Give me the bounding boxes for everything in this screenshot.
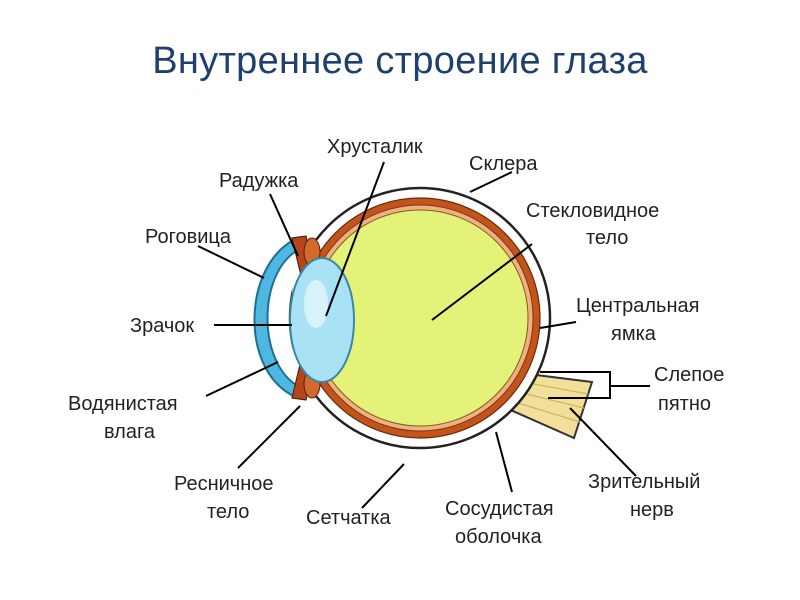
label-vitreous-1: Стекловидное bbox=[526, 200, 659, 222]
label-vitreous-2: тело bbox=[586, 227, 628, 249]
label-sclera: Склера bbox=[469, 153, 538, 175]
label-blind-spot-1: Слепое bbox=[654, 364, 724, 386]
label-choroid-2: оболочка bbox=[455, 526, 542, 548]
label-optic-nerve-1: Зрительный bbox=[588, 471, 700, 493]
optic-nerve-fiber bbox=[507, 399, 581, 423]
leader-optic-nerve bbox=[569, 407, 637, 477]
leader-cornea bbox=[197, 245, 265, 279]
leader-vitreous bbox=[431, 243, 533, 321]
page-title: Внутреннее строение глаза bbox=[152, 40, 648, 82]
label-pupil: Зрачок bbox=[130, 315, 194, 337]
label-iris: Радужка bbox=[219, 170, 299, 192]
label-aqueous-1: Водянистая bbox=[68, 393, 178, 415]
label-optic-nerve-2: нерв bbox=[630, 499, 674, 521]
leader-fovea bbox=[539, 321, 577, 329]
label-ciliary-2: тело bbox=[207, 501, 249, 523]
leader-choroid bbox=[495, 431, 513, 493]
leader-sclera bbox=[469, 171, 513, 193]
label-fovea-1: Центральная bbox=[576, 295, 699, 317]
label-fovea-2: ямка bbox=[611, 323, 657, 345]
leader-lens bbox=[325, 161, 385, 317]
label-aqueous-2: влага bbox=[104, 421, 156, 443]
label-ciliary-1: Ресничное bbox=[174, 473, 274, 495]
label-cornea: Роговица bbox=[145, 226, 232, 248]
leader-retina bbox=[361, 463, 405, 509]
lens-highlight bbox=[304, 280, 328, 328]
label-choroid-1: Сосудистая bbox=[445, 498, 554, 520]
leader-iris bbox=[269, 193, 299, 257]
leader-ciliary bbox=[237, 405, 301, 469]
label-retina: Сетчатка bbox=[306, 507, 392, 529]
label-lens: Хрусталик bbox=[327, 136, 423, 158]
label-blind-spot-2: пятно bbox=[658, 393, 711, 415]
leader-aqueous bbox=[205, 361, 279, 397]
